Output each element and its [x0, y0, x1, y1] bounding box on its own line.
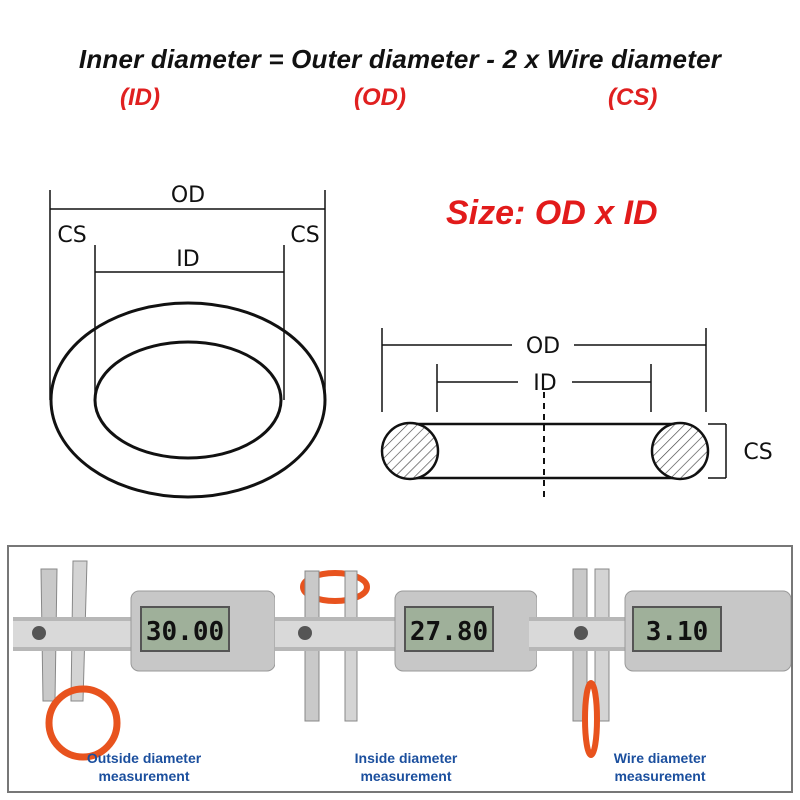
- abbr-id: (ID): [120, 84, 160, 111]
- display-outside: 30.00: [146, 617, 224, 647]
- caption-inside-line2: measurement: [360, 768, 452, 784]
- caption-wire-line2: measurement: [614, 768, 706, 784]
- formula-title: Inner diameter = Outer diameter - 2 x Wi…: [78, 44, 722, 74]
- oring-inside: [300, 570, 370, 604]
- caliper-outside: 30.00: [13, 560, 275, 761]
- caption-outside-line2: measurement: [98, 768, 190, 784]
- caption-wire-line1: Wire diameter: [613, 750, 707, 766]
- size-label: Size: OD x ID: [446, 194, 658, 232]
- ring-od-label: OD: [171, 183, 205, 208]
- caption-inside-line1: Inside diameter: [354, 750, 458, 766]
- photo-outside: 30.00 Outside diameter measurement: [13, 551, 275, 789]
- caliper-wire: 3.10: [529, 568, 791, 758]
- ring-id-label: ID: [176, 247, 199, 272]
- caption-wire: Wire diameter measurement: [529, 749, 791, 785]
- measurement-panel: 30.00 Outside diameter measurement 27.80…: [7, 545, 793, 793]
- oring-outside: [45, 685, 121, 761]
- section-id-label: ID: [533, 371, 556, 396]
- photo-inside: 27.80 Inside diameter measurement: [275, 551, 537, 789]
- brand-logo-icon: [298, 626, 312, 640]
- ring-cs-left-label: CS: [57, 223, 86, 248]
- section-cs-label: CS: [743, 440, 772, 465]
- abbr-od: (OD): [354, 84, 406, 111]
- abbr-cs: (CS): [608, 84, 658, 111]
- ring-cs-right-label: CS: [290, 223, 319, 248]
- section-od-label: OD: [526, 334, 560, 359]
- caption-inside: Inside diameter measurement: [275, 749, 537, 785]
- caliper-inside: 27.80: [275, 570, 537, 722]
- outer-ring-edge: [49, 301, 327, 499]
- ring-diagram: OD ID CS CS: [49, 183, 327, 499]
- section-left-circle: [380, 421, 440, 481]
- caption-outside: Outside diameter measurement: [13, 749, 275, 785]
- inner-ring-edge: [93, 340, 283, 460]
- display-wire: 3.10: [646, 617, 709, 647]
- photo-wire: 3.10 Wire diameter measurement: [529, 551, 791, 789]
- oring-wire: [582, 680, 600, 758]
- brand-logo-icon: [574, 626, 588, 640]
- brand-logo-icon: [32, 626, 46, 640]
- diagrams: OD ID CS CS OD ID CS: [49, 183, 773, 500]
- caption-outside-line1: Outside diameter: [86, 750, 202, 766]
- section-diagram: OD ID CS: [380, 328, 773, 500]
- display-inside: 27.80: [410, 617, 488, 647]
- section-right-circle: [650, 421, 710, 481]
